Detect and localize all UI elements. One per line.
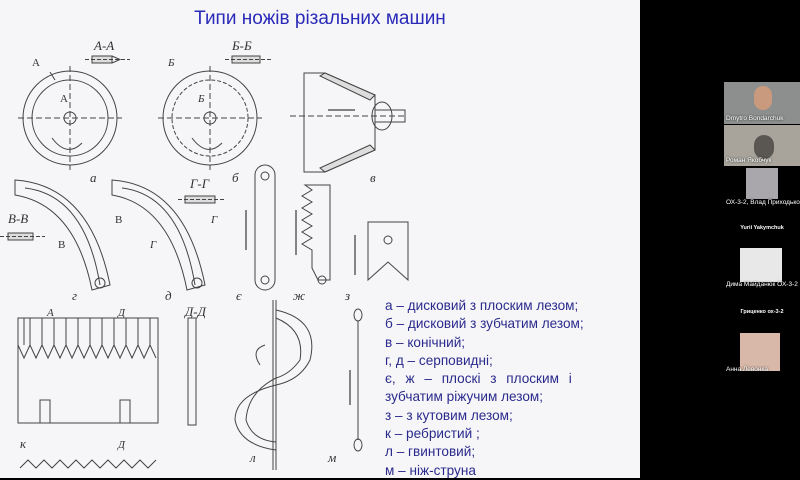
section-dd: Д-Д [183,304,207,319]
string-knife-m [349,308,363,452]
presentation-slide: Типи ножів різальних машин [0,0,640,478]
disc-knife-b [158,55,272,170]
disc-knife-a [18,55,130,170]
conical-knife-v [290,72,406,173]
sickle-knife-g [0,179,111,291]
participant-video [740,333,780,371]
legend-item: зубчатим ріжучим лезом; [385,389,544,405]
label-ye: є [236,288,242,303]
mark-v-2: В [58,239,65,251]
mark-b: Б [167,57,175,69]
knife-types-legend: а – дисковий з плоским лезом; б – дисков… [385,297,625,480]
participant-name: Дима Майданюк ОХ-3-2 [726,281,798,288]
legend-item: г, д – серповидні; [385,352,493,368]
label-d: д [165,288,172,303]
section-gg: Г-Г [189,176,210,191]
participant-video [754,135,774,159]
legend-item: л – гвинтовий; [385,444,476,460]
label-a: а [90,170,97,185]
mark-g-2: Г [149,239,157,251]
label-zh: ж [293,288,305,303]
legend-item: б – дисковий з зубчатим лезом; [385,316,584,332]
knife-types-drawing: а б в г д є ж з к л м А-А Б-Б В-В Г-Г Д-… [0,38,409,470]
participant-video [746,168,778,199]
participant-video [740,248,782,282]
legend-item: а – дисковий з плоским лезом; [385,298,579,313]
legend-item: м – ніж-струна [385,462,476,478]
screw-knife-l [234,300,313,470]
legend-item: в – конічний; [385,334,466,350]
section-bb: Б-Б [231,38,252,53]
mark-d-2: Д [117,439,126,451]
ribbed-knife-k [17,317,197,469]
section-aa: А-А [93,38,114,53]
mark-b-2: Б [197,93,205,105]
participant-name: ОХ-3-2, Влад Приходько [726,199,800,206]
participant-video [754,86,772,110]
label-v: в [370,170,376,185]
participant-name: Dmytro Bondarchuk [726,115,784,122]
mark-a: А [32,57,40,69]
participant-name: Гриценко ох-3-2 [740,309,784,315]
mark-d: Д [117,307,126,319]
mark-v: В [115,214,122,226]
participant-tile[interactable]: Dmytro Bondarchuk [724,82,800,124]
toothed-knife-zh [295,184,331,285]
mark-a-k: А [46,307,54,319]
section-vv: В-В [8,211,28,226]
participant-name: Анна Левонка [726,366,769,373]
mark-a-2: А [60,93,68,105]
angled-knife-z [354,221,409,282]
participant-name: Роман Якобчук [726,157,772,164]
label-k: к [20,436,27,451]
slide-title: Типи ножів різальних машин [194,8,446,29]
sickle-knife-d [111,179,225,291]
label-g: г [72,288,77,303]
participant-name: Yurii Yakymchuk [740,225,784,231]
legend-item: к – ребристий ; [385,426,480,442]
participant-tile[interactable]: Роман Якобчук [724,125,800,166]
legend-item: є, ж – плоскі з плоским і [385,371,572,387]
mark-g: Г [210,214,218,226]
flat-knife-ye [245,164,276,291]
label-b: б [232,170,239,185]
label-z: з [344,288,350,303]
legend-item: з – з кутовим лезом; [385,407,513,423]
label-l: л [249,450,256,465]
label-m: м [327,450,336,465]
